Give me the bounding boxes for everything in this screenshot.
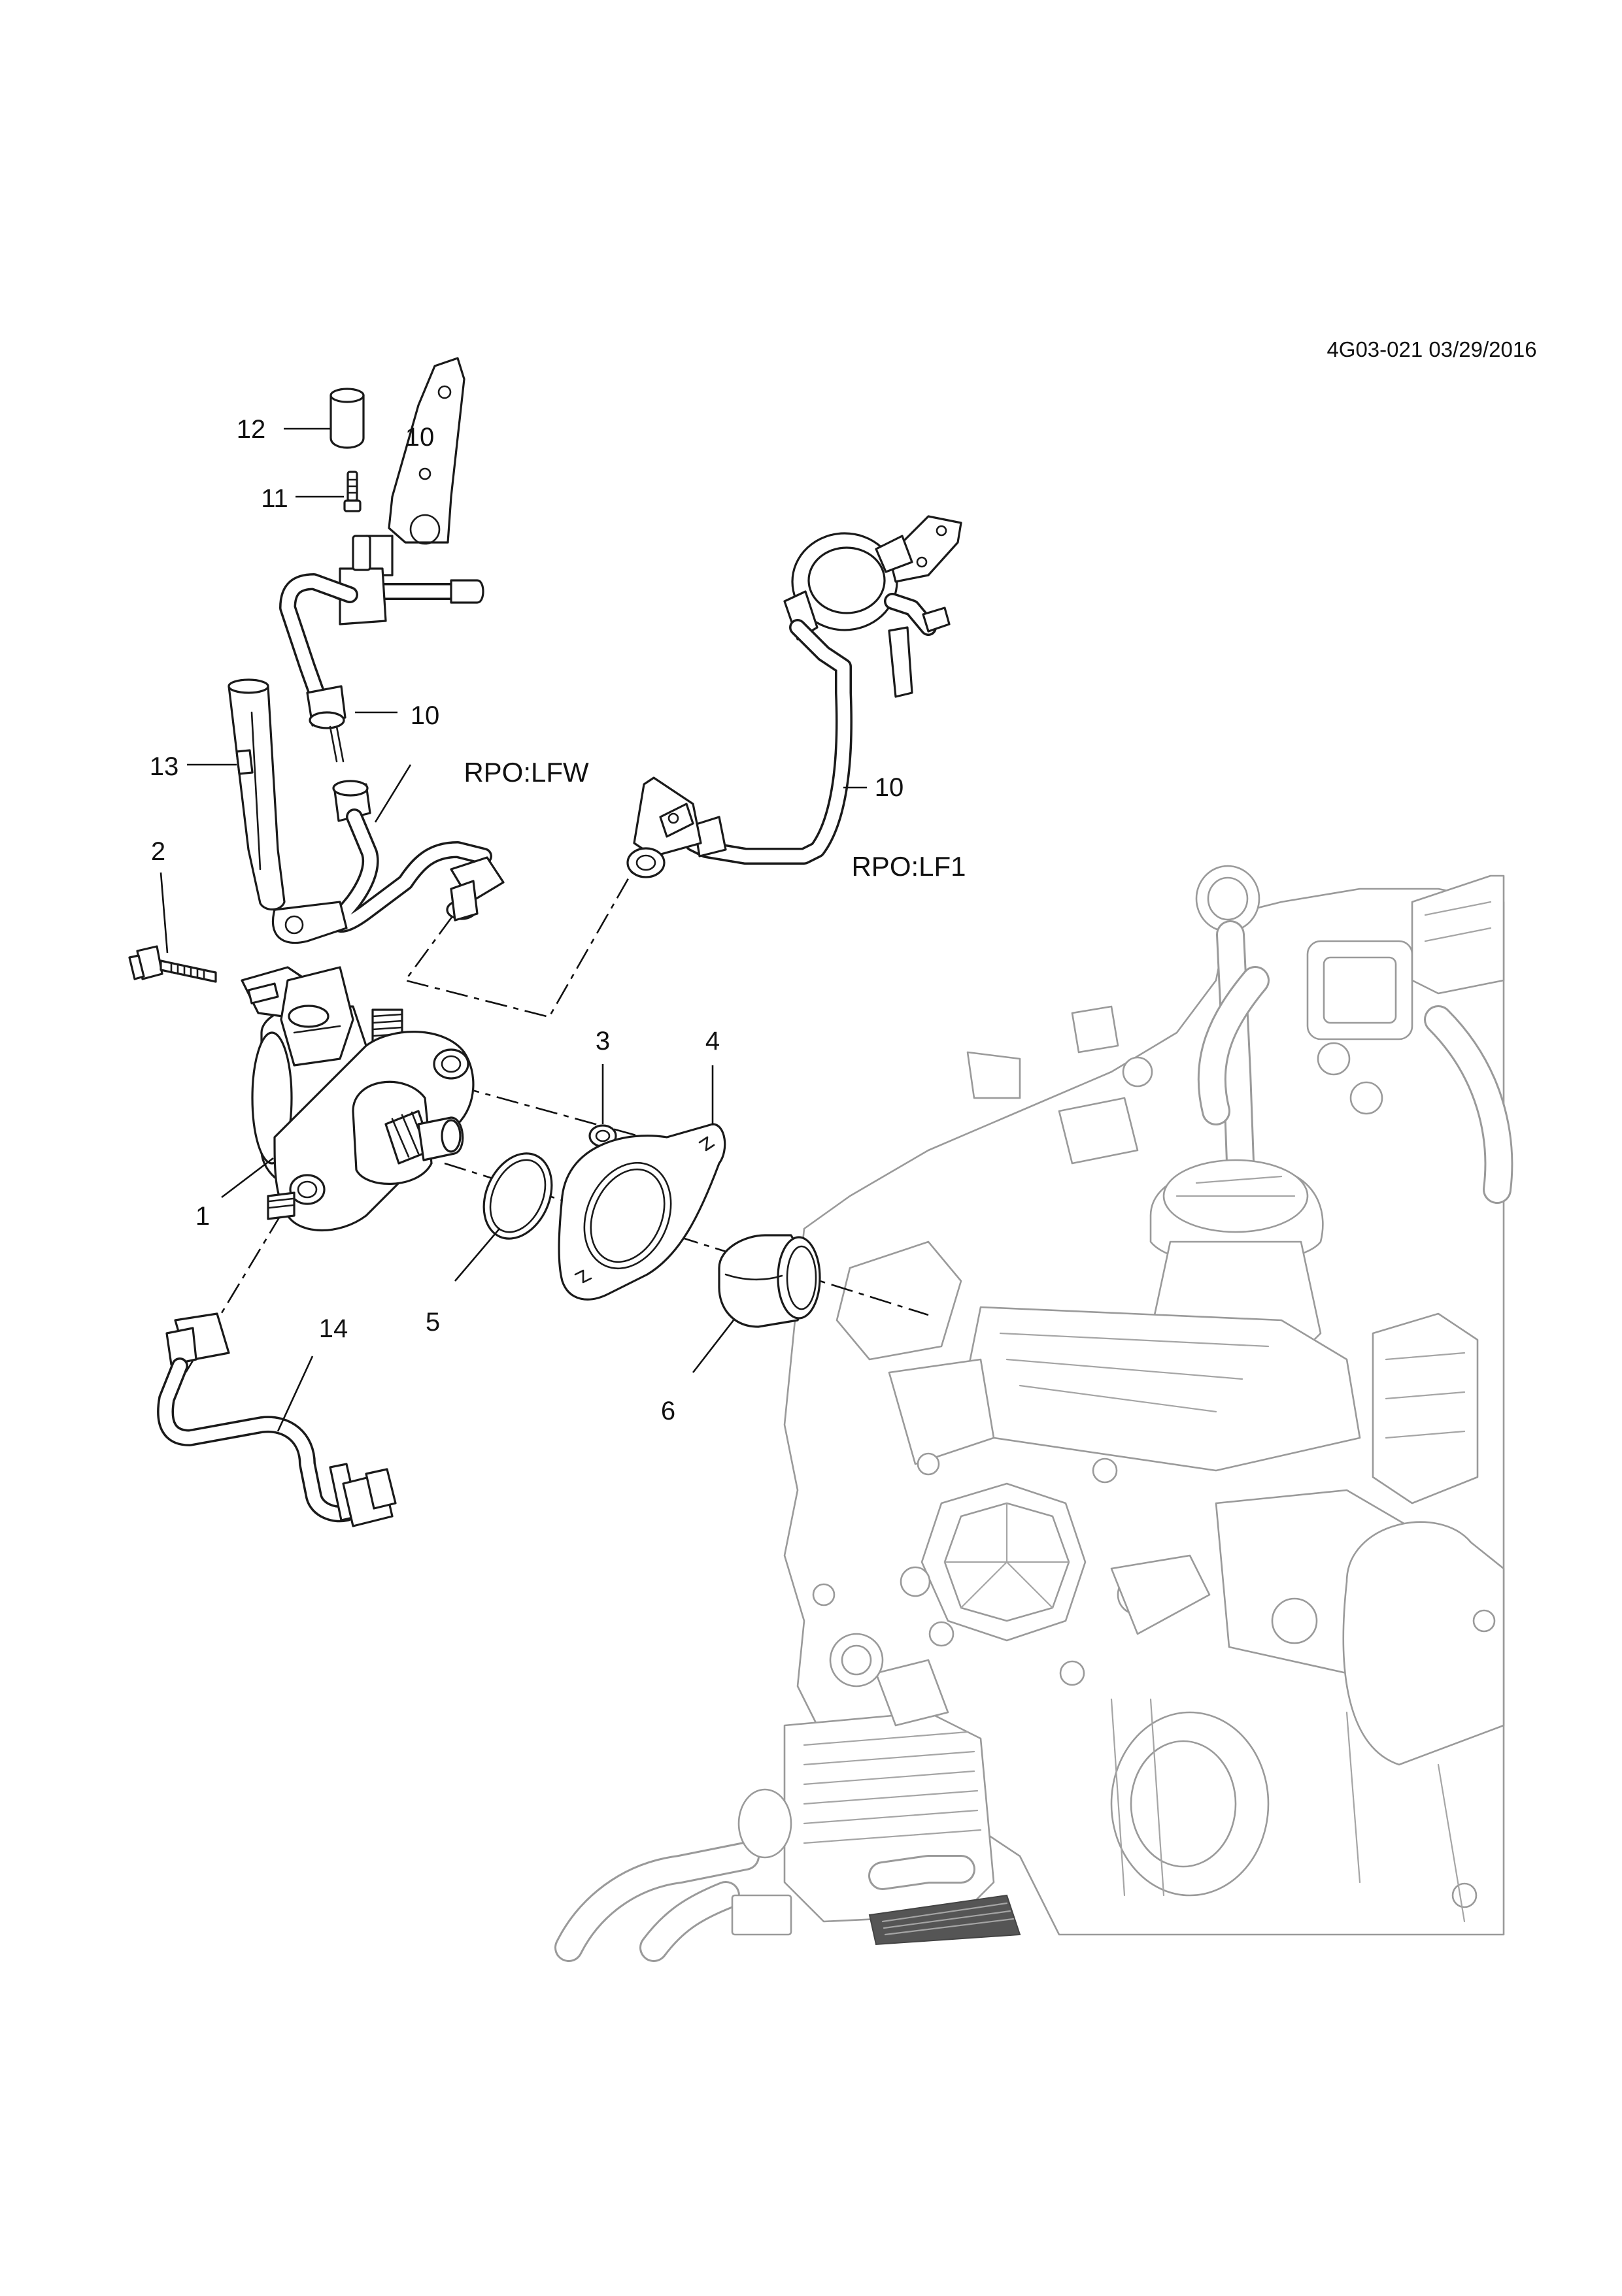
labels: 4G03-021 03/29/2016 12 11 10 10 13 RPO:L… bbox=[150, 337, 1537, 1425]
part-1-fuel-pump bbox=[241, 966, 475, 1231]
drawing-reference: 4G03-021 03/29/2016 bbox=[1326, 337, 1536, 361]
callout-4: 4 bbox=[705, 1027, 720, 1056]
part-12-cap bbox=[329, 388, 365, 449]
callout-6: 6 bbox=[661, 1397, 675, 1425]
callout-10-bracket: 10 bbox=[405, 423, 435, 452]
callout-13: 13 bbox=[150, 752, 179, 781]
callout-5: 5 bbox=[426, 1308, 440, 1337]
variant-label-lfw: RPO:LFW bbox=[464, 757, 589, 788]
part-2-bolt bbox=[128, 945, 217, 983]
callout-1: 1 bbox=[195, 1202, 210, 1231]
part-14-feed-pipe bbox=[157, 1312, 397, 1527]
leader-lines bbox=[160, 427, 867, 1432]
callout-10-lf1: 10 bbox=[875, 773, 904, 802]
part-4-gasket bbox=[558, 1123, 726, 1301]
callout-2: 2 bbox=[151, 837, 165, 866]
part-11-valve bbox=[343, 471, 362, 512]
engine-assembly bbox=[554, 865, 1513, 1962]
variant-label-lf1: RPO:LF1 bbox=[851, 851, 966, 882]
part-5-o-ring bbox=[482, 1152, 553, 1240]
callout-10-lfw: 10 bbox=[411, 701, 440, 730]
callout-11: 11 bbox=[261, 484, 288, 513]
callout-12: 12 bbox=[237, 415, 266, 444]
part-10-lf1-fuel-pipe bbox=[626, 515, 962, 878]
part-10-lfw-fuel-pipe bbox=[271, 357, 505, 944]
part-6-follower bbox=[718, 1234, 821, 1328]
callout-3: 3 bbox=[596, 1027, 610, 1056]
part-13-sleeve bbox=[228, 678, 286, 911]
callout-14: 14 bbox=[319, 1314, 348, 1343]
